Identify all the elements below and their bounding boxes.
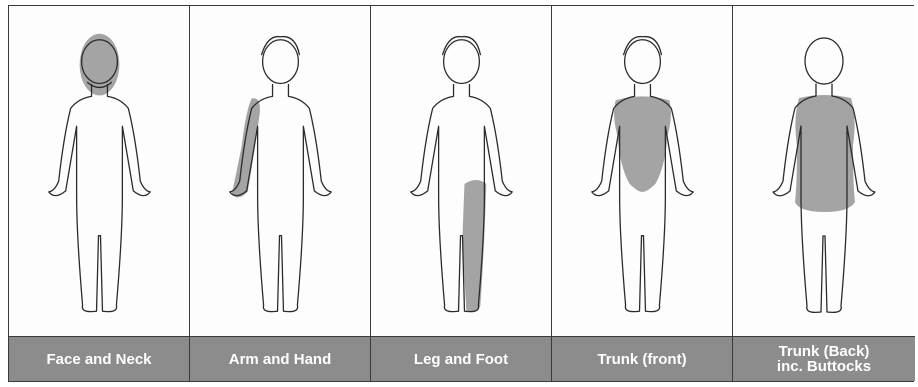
figure-leg-and-foot bbox=[371, 6, 551, 337]
child-outline bbox=[411, 37, 512, 312]
shaded-trunk-back bbox=[795, 95, 855, 212]
figure-trunk-front bbox=[552, 6, 732, 337]
child-figure-face-neck bbox=[9, 6, 189, 337]
label-face-and-neck: Face and Neck bbox=[9, 336, 189, 381]
panel-trunk-back: Trunk (Back) inc. Buttocks bbox=[733, 6, 915, 381]
label-trunk-front: Trunk (front) bbox=[552, 336, 732, 381]
figure-arm-and-hand bbox=[190, 6, 370, 337]
child-figure-trunk-front bbox=[552, 6, 732, 337]
panel-arm-and-hand: Arm and Hand bbox=[190, 6, 371, 381]
shaded-arm-hand bbox=[232, 98, 260, 197]
panel-face-and-neck: Face and Neck bbox=[9, 6, 190, 381]
child-figure-leg-foot bbox=[371, 6, 551, 337]
panel-trunk-front: Trunk (front) bbox=[552, 6, 733, 381]
figure-face-and-neck bbox=[9, 6, 189, 337]
label-trunk-back: Trunk (Back) inc. Buttocks bbox=[733, 336, 915, 381]
shaded-trunk-front bbox=[614, 96, 671, 191]
shaded-face-neck bbox=[80, 34, 120, 96]
label-arm-and-hand: Arm and Hand bbox=[190, 336, 370, 381]
label-leg-and-foot: Leg and Foot bbox=[371, 336, 551, 381]
child-figure-trunk-back bbox=[733, 6, 915, 337]
child-figure-arm-hand bbox=[190, 6, 370, 337]
figure-trunk-back bbox=[733, 6, 915, 337]
panel-leg-and-foot: Leg and Foot bbox=[371, 6, 552, 381]
body-region-chart: Face and Neck Arm and Hand bbox=[8, 5, 914, 382]
